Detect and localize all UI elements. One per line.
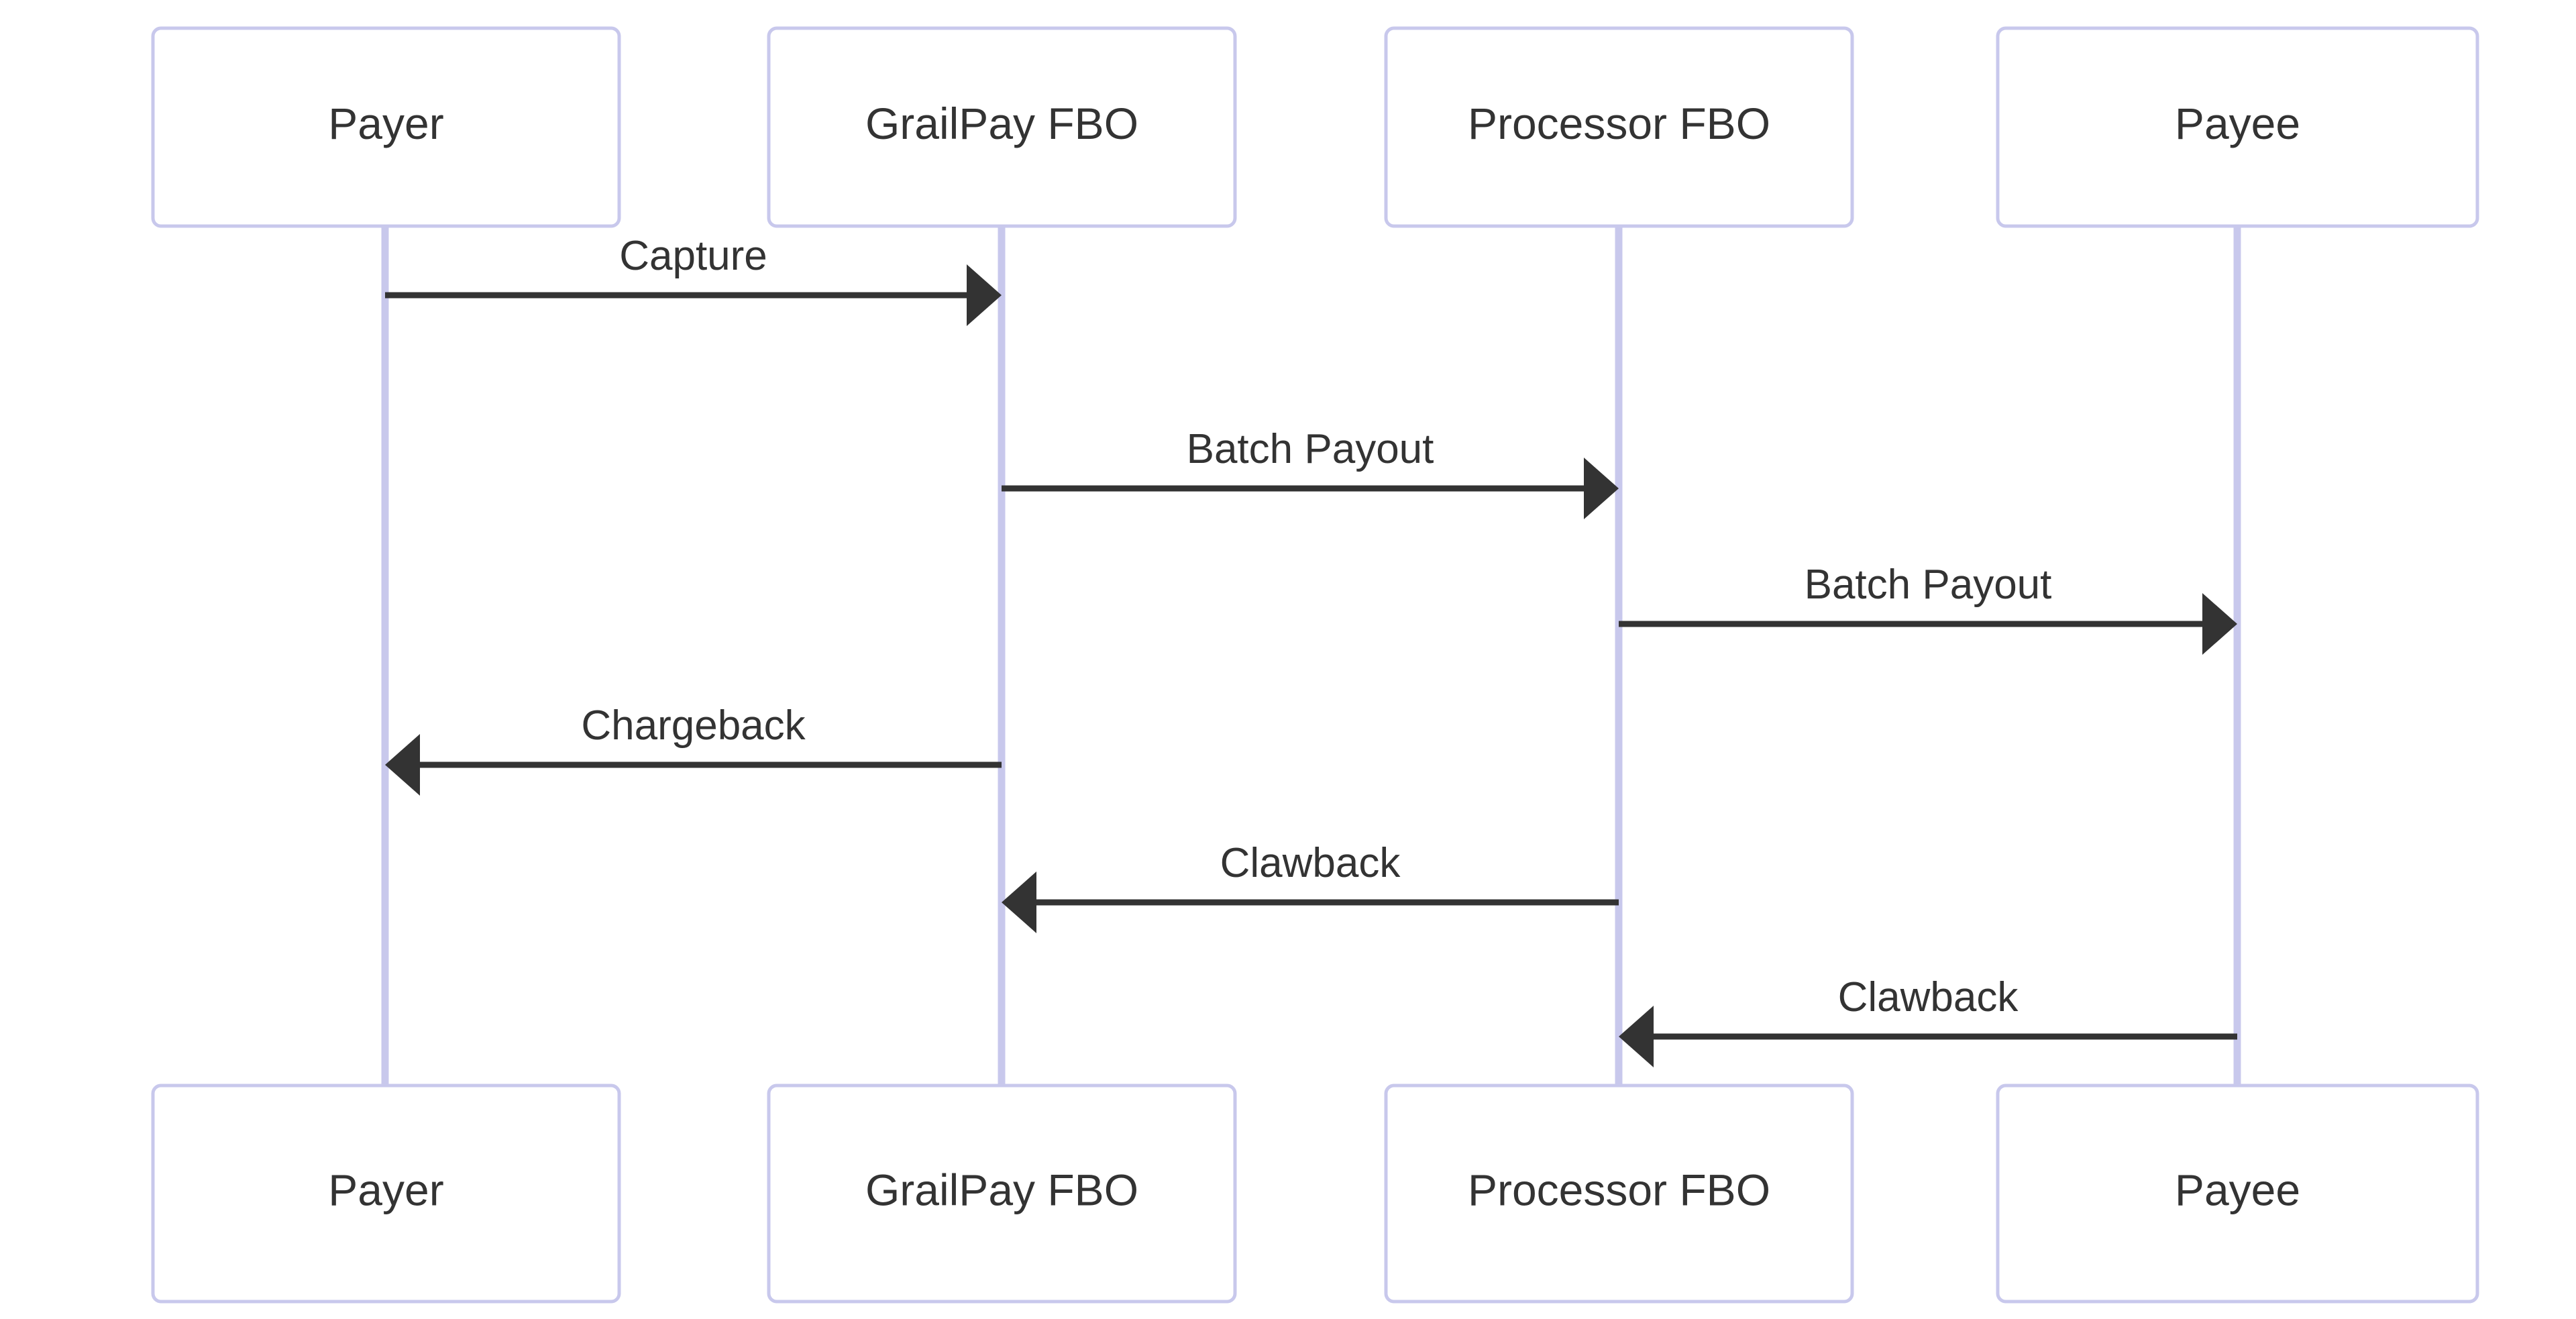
message-arrowhead-2 xyxy=(1584,458,1619,519)
actor-grailpay_fbo-top[interactable]: GrailPay FBO xyxy=(767,26,1237,228)
actor-label-processor_fbo-bottom: Processor FBO xyxy=(1468,1165,1770,1214)
actor-grailpay_fbo-bottom[interactable]: GrailPay FBO xyxy=(767,1084,1237,1304)
message-label-6: Clawback xyxy=(1838,974,2019,1020)
message-label-4: Chargeback xyxy=(581,702,806,749)
message-arrowhead-4 xyxy=(385,734,420,796)
actor-label-payer-bottom: Payer xyxy=(328,1165,443,1214)
actor-payee-bottom[interactable]: Payee xyxy=(1996,1084,2479,1304)
actor-payer-top[interactable]: Payer xyxy=(151,26,621,228)
message-label-2: Batch Payout xyxy=(1187,426,1434,472)
actor-box-grailpay_fbo-top[interactable] xyxy=(767,26,1237,228)
actor-label-payer-top: Payer xyxy=(328,99,443,148)
actor-boxes-bottom: Payer GrailPay FBO Processor FBO Payee xyxy=(151,1084,2479,1304)
message-arrowhead-6 xyxy=(1619,1006,1654,1067)
message-label-1: Capture xyxy=(619,233,767,279)
actor-label-processor_fbo-top: Processor FBO xyxy=(1468,99,1770,148)
message-5[interactable]: Clawback xyxy=(1002,840,1619,933)
message-1[interactable]: Capture xyxy=(385,233,1002,326)
message-arrowhead-1 xyxy=(967,264,1002,326)
actor-box-payee-bottom[interactable] xyxy=(1996,1084,2479,1304)
actor-box-payer-bottom[interactable] xyxy=(151,1084,621,1304)
actor-boxes-top: Payer GrailPay FBO Processor FBO Payee xyxy=(151,26,2479,228)
actor-box-processor_fbo-bottom[interactable] xyxy=(1384,1084,1854,1304)
actor-box-grailpay_fbo-bottom[interactable] xyxy=(767,1084,1237,1304)
message-arrowhead-5 xyxy=(1002,872,1036,933)
message-4[interactable]: Chargeback xyxy=(385,702,1002,796)
actor-label-grailpay_fbo-top: GrailPay FBO xyxy=(865,99,1138,148)
actor-box-processor_fbo-top[interactable] xyxy=(1384,26,1854,228)
message-2[interactable]: Batch Payout xyxy=(1002,426,1619,519)
actor-payee-top[interactable]: Payee xyxy=(1996,26,2479,228)
actor-label-grailpay_fbo-bottom: GrailPay FBO xyxy=(865,1165,1138,1214)
actor-payer-bottom[interactable]: Payer xyxy=(151,1084,621,1304)
lifelines-group xyxy=(381,226,2241,1086)
message-arrowhead-3 xyxy=(2202,593,2237,655)
actor-box-payee-top[interactable] xyxy=(1996,26,2479,228)
actor-label-payee-bottom: Payee xyxy=(2175,1165,2300,1214)
actor-label-payee-top: Payee xyxy=(2175,99,2300,148)
message-6[interactable]: Clawback xyxy=(1619,974,2237,1067)
message-3[interactable]: Batch Payout xyxy=(1619,562,2237,655)
message-label-3: Batch Payout xyxy=(1805,562,2052,608)
actor-processor_fbo-top[interactable]: Processor FBO xyxy=(1384,26,1854,228)
actor-processor_fbo-bottom[interactable]: Processor FBO xyxy=(1384,1084,1854,1304)
actor-box-payer-top[interactable] xyxy=(151,26,621,228)
message-label-5: Clawback xyxy=(1220,840,1401,886)
